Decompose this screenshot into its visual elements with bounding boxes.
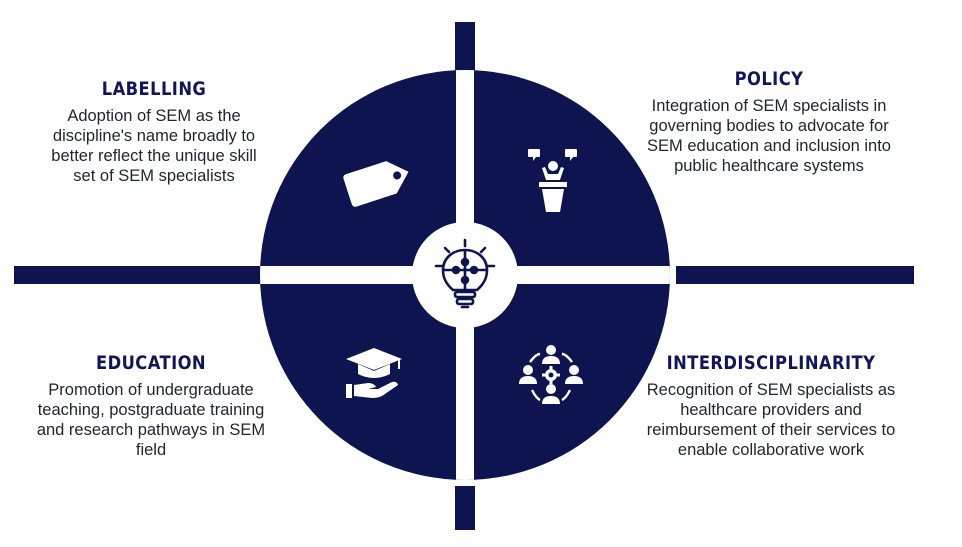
tag-icon [343, 161, 409, 207]
policy-description: Integration of SEM specialists in govern… [647, 97, 891, 175]
left-horizontal-bar [14, 266, 264, 284]
education-block: EDUCATION Promotion of undergraduate tea… [32, 352, 270, 460]
labelling-description: Adoption of SEM as the discipline's name… [51, 107, 257, 185]
education-description: Promotion of undergraduate teaching, pos… [36, 381, 266, 459]
bottom-vertical-bar [455, 486, 475, 530]
labelling-title: LABELLING [101, 78, 207, 100]
lightbulb-puzzle-icon [434, 238, 496, 309]
policy-title: POLICY [734, 68, 804, 90]
right-horizontal-bar [676, 266, 914, 284]
interdisciplinarity-block: INTERDISCIPLINARITY Recognition of SEM s… [640, 352, 902, 460]
labelling-block: LABELLING Adoption of SEM as the discipl… [40, 78, 268, 186]
interdisciplinarity-description: Recognition of SEM specialists as health… [646, 381, 896, 459]
graduation-cap-hand-icon [346, 348, 402, 398]
policy-block: POLICY Integration of SEM specialists in… [638, 68, 900, 176]
team-gear-icon [519, 345, 583, 404]
top-vertical-bar [455, 22, 475, 70]
education-title: EDUCATION [95, 352, 207, 374]
podium-speaker-icon [528, 149, 577, 212]
interdisciplinarity-title: INTERDISCIPLINARITY [666, 352, 876, 374]
